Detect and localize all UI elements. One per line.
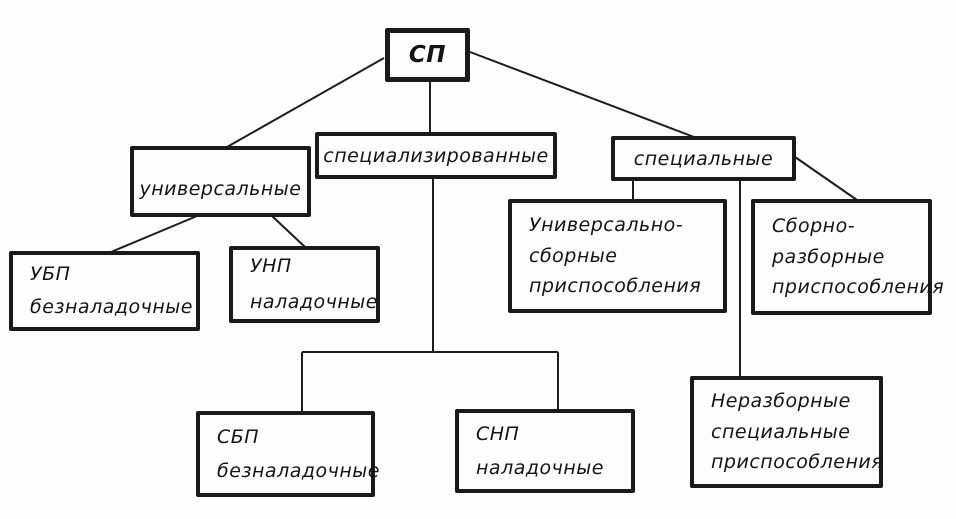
node-universal-label: универсальные: [139, 177, 302, 200]
node-ubp: УБП безналадочные: [9, 251, 200, 331]
node-srp: Сборно- разборные приспособления: [751, 199, 944, 315]
edge-sp-special: [469, 51, 695, 138]
node-nsp-line-2: специальные: [711, 420, 851, 443]
node-srp-line-1: Сборно-: [772, 215, 856, 238]
node-usp-line-2: сборные: [529, 244, 618, 267]
node-snp-line-2: наладочные: [476, 457, 604, 479]
node-usp-line-1: Универсально-: [529, 214, 684, 237]
node-unp: УНП наладочные: [229, 246, 380, 323]
node-sp-label: СП: [408, 42, 447, 68]
node-specialized: специализированные: [315, 132, 557, 179]
node-special: специальные: [611, 136, 796, 181]
node-specialized-label: специализированные: [323, 144, 549, 167]
node-unp-line-2: наладочные: [250, 290, 378, 313]
node-universal: универсальные: [130, 146, 311, 217]
node-snp-line-1: СНП: [476, 422, 520, 445]
node-nsp: Неразборные специальные приспособления: [690, 376, 883, 488]
node-ubp-line-2: безналадочные: [30, 296, 193, 318]
node-nsp-line-3: приспособления: [711, 451, 884, 474]
node-srp-line-2: разборные: [772, 245, 885, 268]
node-sbp-line-2: безналадочные: [217, 460, 380, 482]
node-special-label: специальные: [633, 147, 774, 170]
node-sbp: СБП безналадочные: [196, 411, 379, 497]
node-snp: СНП наладочные: [455, 409, 635, 493]
node-usp: Универсально- сборные приспособления: [508, 199, 727, 313]
node-nsp-line-1: Неразборные: [711, 390, 851, 413]
node-sbp-line-1: СБП: [217, 425, 260, 448]
edge-special-srp: [794, 156, 858, 201]
node-usp-line-3: приспособления: [529, 275, 702, 298]
edge-universal-ubp: [110, 215, 198, 253]
edge-universal-unp: [271, 215, 306, 248]
node-unp-line-1: УНП: [250, 255, 292, 278]
node-ubp-line-1: УБП: [30, 262, 71, 285]
node-sp: СП: [385, 28, 470, 82]
node-srp-line-3: приспособления: [772, 276, 945, 299]
